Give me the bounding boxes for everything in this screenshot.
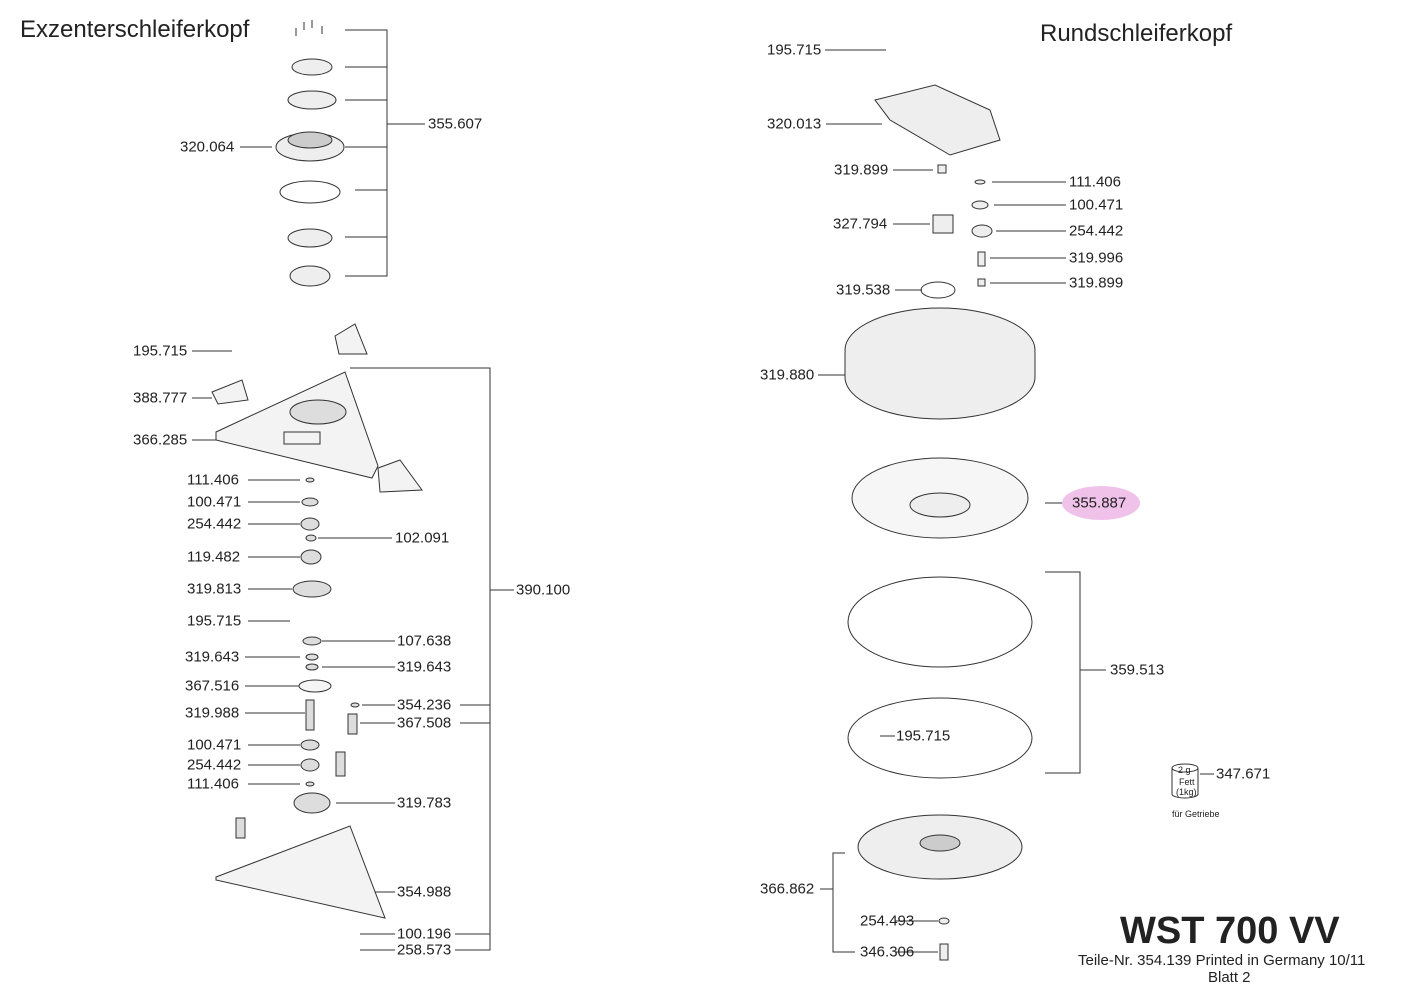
part-label: 254.442 xyxy=(187,515,242,533)
part-label: 319.783 xyxy=(397,794,452,812)
part-label: 367.516 xyxy=(185,677,240,695)
part-label: 390.100 xyxy=(516,581,571,599)
part-label: 355.607 xyxy=(428,115,483,133)
part-label: 100.196 xyxy=(397,925,452,943)
part-label: 254.442 xyxy=(1069,222,1124,240)
part-label-highlighted: 355.887 xyxy=(1072,494,1127,512)
parts-right xyxy=(844,84,1036,961)
leaders-left xyxy=(192,350,395,951)
parts-left-stack xyxy=(215,477,386,919)
part-label: 119.482 xyxy=(187,548,241,566)
part-label: 388.777 xyxy=(133,389,188,407)
grease-can-icon xyxy=(1171,763,1199,799)
highlight-355-887 xyxy=(1062,486,1140,520)
title-rundschleiferkopf: Rundschleiferkopf xyxy=(1040,20,1233,47)
part-label: 107.638 xyxy=(397,632,452,650)
part-label: 319.643 xyxy=(397,658,452,676)
part-label: 319.899 xyxy=(1069,274,1124,292)
part-label: 258.573 xyxy=(397,941,452,959)
part-label: 100.471 xyxy=(1069,196,1124,214)
part-label: 319.538 xyxy=(836,281,891,299)
part-label: 100.471 xyxy=(187,736,242,754)
title-exzenterschleiferkopf: Exzenterschleiferkopf xyxy=(20,16,250,43)
part-label: 195.715 xyxy=(133,342,188,360)
part-label: 346.306 xyxy=(860,943,915,961)
part-label: 320.013 xyxy=(767,115,822,133)
part-label: 319.813 xyxy=(187,580,242,598)
part-label: 354.988 xyxy=(397,883,452,901)
part-label: 366.285 xyxy=(133,431,188,449)
part-label: 111.406 xyxy=(187,471,239,489)
part-label: 327.794 xyxy=(833,215,888,233)
leaders-right xyxy=(818,49,1214,953)
part-label: 195.715 xyxy=(187,612,242,630)
grease-name: Fett xyxy=(1179,777,1195,787)
part-label: 254.442 xyxy=(187,756,242,774)
triangle-housing-366-285 xyxy=(211,323,423,493)
parts-355-607 xyxy=(275,20,345,287)
part-label: 319.988 xyxy=(185,704,240,722)
model-name: WST 700 VV xyxy=(1120,910,1340,952)
part-label: 359.513 xyxy=(1110,661,1165,679)
grease-size: (1kg) xyxy=(1176,787,1197,797)
part-label: 319.899 xyxy=(834,161,889,179)
part-label: 195.715 xyxy=(896,727,951,745)
bracket-355-607 xyxy=(240,29,425,277)
part-label: 354.236 xyxy=(397,696,452,714)
part-label: 102.091 xyxy=(395,529,450,547)
part-label: 367.508 xyxy=(397,714,452,732)
bracket-390-100 xyxy=(350,367,514,951)
part-label: 111.406 xyxy=(1069,173,1121,191)
part-label: 111.406 xyxy=(187,775,239,793)
part-label: 347.671 xyxy=(1216,765,1271,783)
part-label: 319.880 xyxy=(760,366,815,384)
grease-note: für Getriebe xyxy=(1172,809,1220,819)
part-label: 100.471 xyxy=(187,493,242,511)
part-info: Teile-Nr. 354.139 Printed in Germany 10/… xyxy=(1078,952,1366,969)
grease-amount: 2 g xyxy=(1178,765,1191,775)
part-label: 319.996 xyxy=(1069,249,1124,267)
part-label: 195.715 xyxy=(767,41,822,59)
part-label: 320.064 xyxy=(180,138,235,156)
part-label: 319.643 xyxy=(185,648,240,666)
part-label: 254.493 xyxy=(860,912,915,930)
sheet-number: Blatt 2 xyxy=(1208,969,1251,986)
part-label: 366.862 xyxy=(760,880,815,898)
